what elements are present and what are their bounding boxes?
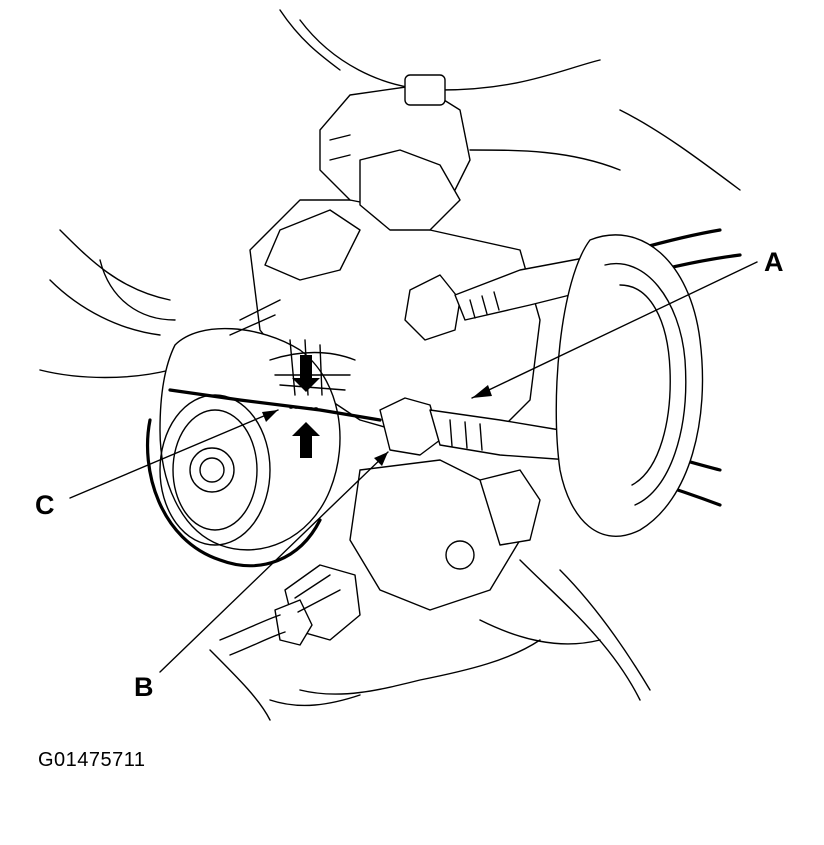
leader-lines [69,261,758,673]
intake-duct [555,234,704,537]
background-hoses [39,9,741,721]
callout-label-a: A [764,247,784,277]
adjustment-arrows [289,355,321,458]
throttle-cable [168,339,382,422]
sensor-connector [219,564,361,656]
throttle-drum [145,299,341,568]
figure-id: G01475711 [38,749,146,771]
callout-label-b: B [134,672,154,702]
lower-housing [349,459,541,611]
callout-label-c: C [35,490,55,520]
